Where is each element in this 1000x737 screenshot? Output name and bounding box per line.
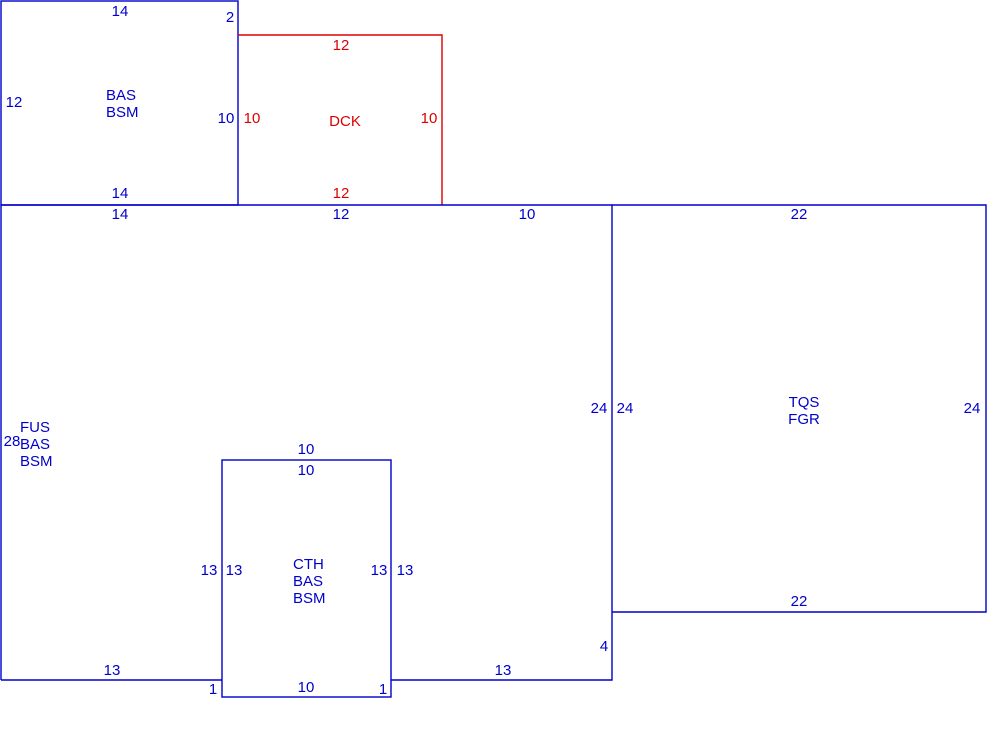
bay-dim-right-inner: 13 xyxy=(371,562,388,579)
bay-code-2: BAS xyxy=(293,573,323,590)
garage-dim-right: 24 xyxy=(964,400,981,417)
deck-outline xyxy=(238,34,443,205)
deck-code: DCK xyxy=(329,113,361,130)
deck-dim-left: 10 xyxy=(244,110,261,127)
bay-dim-left-inner: 13 xyxy=(226,562,243,579)
garage-outline xyxy=(612,204,987,613)
deck-dim-bottom: 12 xyxy=(333,185,350,202)
main-code-2: BAS xyxy=(20,436,50,453)
bay-dim-step-left: 1 xyxy=(209,681,217,698)
bas-upper-dim-right: 10 xyxy=(218,110,235,127)
bay-outline xyxy=(221,459,392,698)
main-code-1: FUS xyxy=(20,419,50,436)
bay-dim-bottom: 10 xyxy=(298,679,315,696)
main-dim-right: 24 xyxy=(591,400,608,417)
garage-code-1: TQS xyxy=(789,394,820,411)
bas-upper-dim-jog: 2 xyxy=(226,9,234,26)
main-dim-bottom-right: 13 xyxy=(495,662,512,679)
bay-code-1: CTH xyxy=(293,556,324,573)
bay-code-3: BSM xyxy=(293,590,326,607)
bay-dim-top-inner: 10 xyxy=(298,462,315,479)
main-outline xyxy=(1,204,613,681)
bay-dim-left-outer: 13 xyxy=(201,562,218,579)
bas-upper-dim-left: 12 xyxy=(6,94,23,111)
deck-dim-top: 12 xyxy=(333,37,350,54)
bay-dim-right-outer: 13 xyxy=(397,562,414,579)
main-dim-left: 28 xyxy=(4,433,21,450)
bas-upper-code-2: BSM xyxy=(106,104,139,121)
garage-dim-left: 24 xyxy=(617,400,634,417)
bas-upper-code-1: BAS xyxy=(106,87,136,104)
main-dim-top-left: 14 xyxy=(112,206,129,223)
bay-dim-step-right: 1 xyxy=(379,681,387,698)
deck-dim-right: 10 xyxy=(421,110,438,127)
bay-dim-top-outer: 10 xyxy=(298,441,315,458)
main-dim-jog-right: 4 xyxy=(600,638,608,655)
garage-code-2: FGR xyxy=(788,411,820,428)
bas-upper-dim-bottom: 14 xyxy=(112,185,129,202)
bas-upper-dim-top: 14 xyxy=(112,3,129,20)
main-code-3: BSM xyxy=(20,453,53,470)
main-dim-bottom-left: 13 xyxy=(104,662,121,679)
main-dim-top-mid: 12 xyxy=(333,206,350,223)
garage-dim-bottom: 22 xyxy=(791,593,808,610)
garage-dim-top: 22 xyxy=(791,206,808,223)
main-dim-top-right: 10 xyxy=(519,206,536,223)
